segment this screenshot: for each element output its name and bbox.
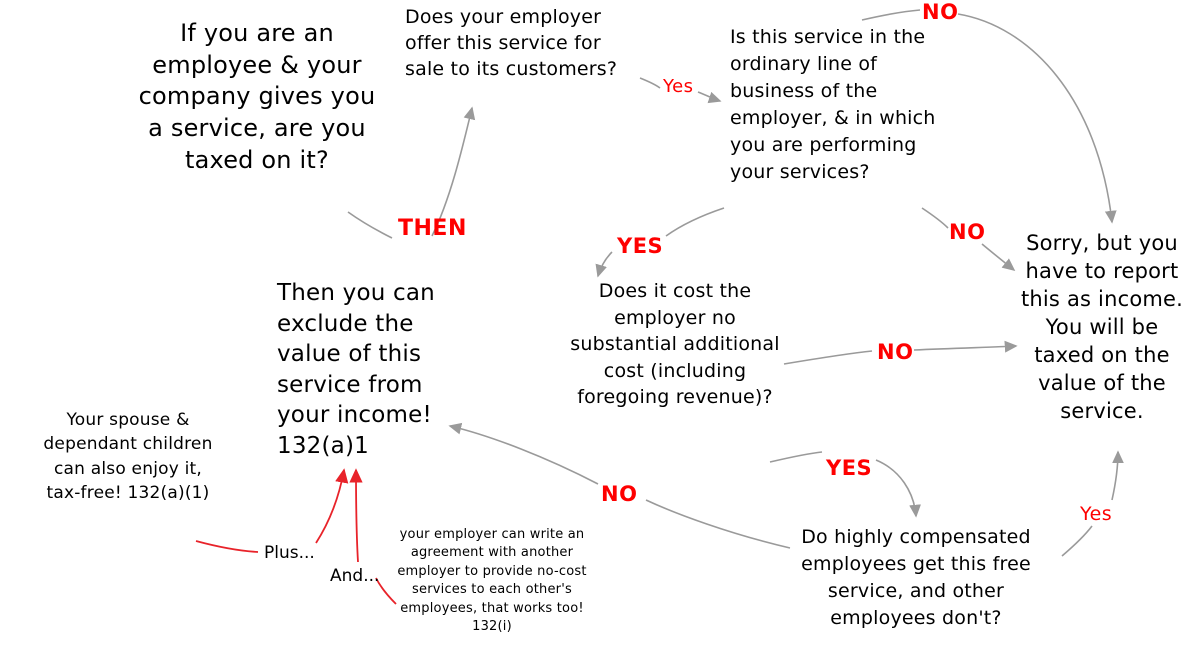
edge-plus-to-exclude [315, 468, 349, 544]
node-outcome-taxable-income: Sorry, but you have to report this as in… [1020, 231, 1184, 423]
edge-q3-to-no3 [783, 350, 873, 365]
edge-q4-to-no4 [645, 499, 791, 549]
edge-q4-to-yes4 [1061, 525, 1093, 557]
edge-start-to-then [347, 211, 393, 239]
edge-yes3-to-q4 [875, 459, 921, 518]
edge-q1-to-no-top [861, 9, 921, 21]
edge-yes2-to-q3 [595, 251, 613, 278]
edge-yes4-to-taxed [1111, 450, 1124, 501]
edge-spouse-to-plus [195, 540, 259, 553]
edge-label-yes-q2: YES [617, 234, 664, 258]
node-outcome-exclude-from-income: Then you can exclude the value of this s… [277, 280, 435, 459]
node-question-offered-for-sale: Does your employer offer this service fo… [405, 6, 618, 81]
edge-label-no-q3: NO [877, 340, 914, 364]
edge-q3-to-yes3 [769, 451, 823, 463]
edge-no4-to-exclude [448, 422, 599, 485]
edge-no-top-to-taxed [957, 13, 1117, 224]
edge-label-no-q2: NO [949, 220, 986, 244]
edge-no2-to-taxed [981, 243, 1016, 271]
edge-label-yes-q1: Yes [663, 76, 694, 97]
connector-label-plus: Plus... [264, 543, 315, 563]
edge-label-then: THEN [398, 216, 467, 241]
edge-label-yes-q4: Yes [1080, 503, 1113, 525]
edge-and-to-exclude [349, 468, 363, 563]
edge-label-no-q1: NO [922, 0, 959, 24]
edge-q2-to-yes2 [665, 207, 725, 237]
node-note-spouse-and-dependants: Your spouse & dependant children can als… [43, 410, 213, 503]
edge-q2-to-no2 [921, 207, 949, 229]
node-question-highly-compensated-discrimination: Do highly compensated employees get this… [801, 526, 1031, 629]
connector-label-and: And... [330, 566, 380, 586]
node-question-no-additional-cost: Does it cost the employer no substantial… [570, 280, 780, 409]
node-start-question: If you are an employee & your company gi… [138, 19, 376, 174]
node-note-reciprocal-agreement: your employer can write an agreement wit… [397, 527, 587, 635]
edge-label-no-q4: NO [601, 482, 638, 506]
edge-label-yes-q3: YES [826, 456, 873, 480]
node-question-ordinary-line-of-business: Is this service in the ordinary line of … [730, 26, 936, 183]
edge-no3-to-taxed [913, 340, 1018, 353]
edge-yes-to-q2 [697, 91, 722, 104]
